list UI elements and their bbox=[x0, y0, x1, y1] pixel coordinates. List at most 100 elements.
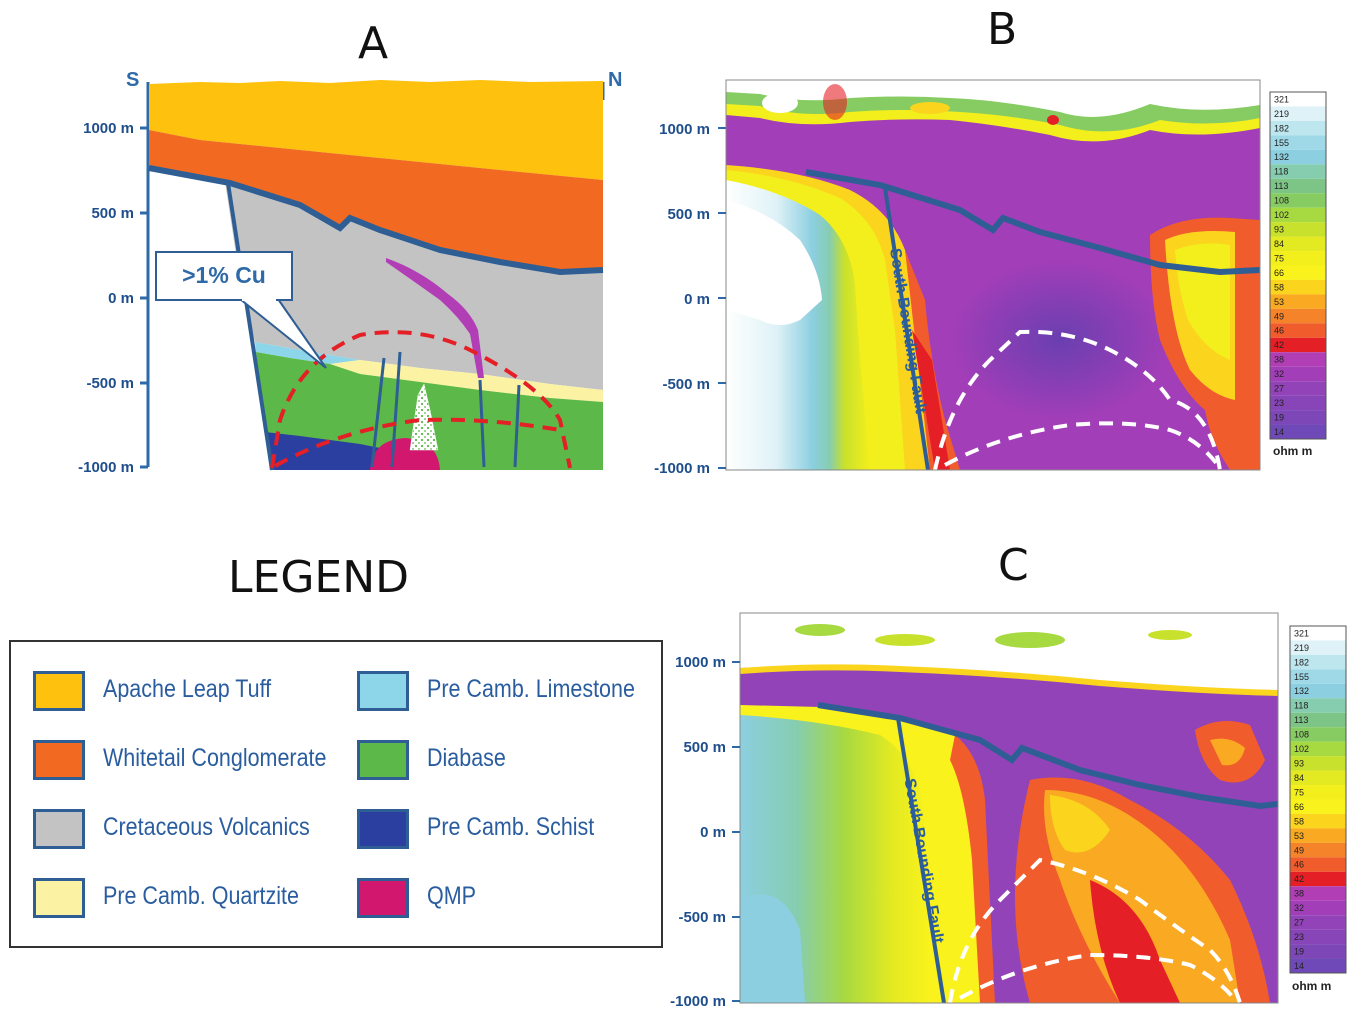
colorbar-tick-label: 23 bbox=[1274, 398, 1284, 408]
colorbar-swatch bbox=[1290, 698, 1346, 713]
panel-a-title: A bbox=[358, 18, 389, 69]
colorbar-swatch bbox=[1270, 178, 1326, 194]
legend-label: Apache Leap Tuff bbox=[103, 675, 272, 703]
colorbar-swatch bbox=[1270, 251, 1326, 266]
colorbar-swatch bbox=[1290, 683, 1346, 699]
colorbar-tick-label: 27 bbox=[1294, 918, 1304, 928]
b-axis-1000: 1000 m bbox=[659, 121, 710, 138]
colorbar-swatch bbox=[1270, 294, 1326, 309]
colorbar-tick-label: 321 bbox=[1294, 628, 1309, 638]
colorbar-swatch bbox=[1270, 236, 1326, 252]
colorbar-tick-label: 182 bbox=[1274, 123, 1289, 133]
schist-layer bbox=[265, 432, 380, 470]
colorbar-tick-label: 14 bbox=[1294, 961, 1304, 971]
legend-swatch bbox=[357, 740, 409, 780]
colorbar-swatch bbox=[1270, 164, 1326, 179]
colorbar-tick-label: 113 bbox=[1294, 715, 1308, 725]
colorbar-swatch bbox=[1270, 106, 1326, 121]
colorbar-tick-label: 42 bbox=[1274, 340, 1284, 350]
legend-box: Apache Leap Tuff Whitetail Conglomerate … bbox=[9, 640, 663, 948]
colorbar-swatch bbox=[1270, 352, 1326, 367]
colorbar-tick-label: 75 bbox=[1274, 253, 1284, 263]
colorbar-swatch bbox=[1290, 886, 1346, 901]
colorbar-swatch bbox=[1290, 857, 1346, 872]
colorbar-c-unit: ohm m bbox=[1292, 979, 1332, 993]
legend-title: LEGEND bbox=[228, 552, 410, 603]
colorbar-swatch bbox=[1270, 149, 1326, 165]
panel-c-title: C bbox=[998, 540, 1029, 591]
a-axis-neg500: -500 m bbox=[86, 375, 134, 392]
colorbar-tick-label: 84 bbox=[1294, 773, 1304, 783]
legend-label: Pre Camb. Limestone bbox=[427, 675, 635, 703]
legend-swatch bbox=[33, 671, 85, 711]
colorbar-tick-label: 53 bbox=[1294, 831, 1304, 841]
colorbar-swatch bbox=[1270, 279, 1326, 295]
a-axis-0: 0 m bbox=[108, 290, 134, 307]
colorbar-tick-label: 42 bbox=[1294, 874, 1304, 884]
b-axis-neg500: -500 m bbox=[662, 376, 710, 393]
colorbar-swatch bbox=[1290, 871, 1346, 887]
colorbar-tick-label: 118 bbox=[1294, 701, 1308, 711]
colorbar-tick-label: 155 bbox=[1274, 138, 1289, 148]
apache-leap-tuff-layer bbox=[149, 80, 603, 180]
colorbar-swatch bbox=[1270, 410, 1326, 425]
colorbar-tick-label: 38 bbox=[1274, 355, 1284, 365]
legend-label: Diabase bbox=[427, 744, 506, 772]
colorbar-tick-label: 102 bbox=[1274, 210, 1289, 220]
colorbar-tick-label: 75 bbox=[1294, 787, 1304, 797]
colorbar-swatch bbox=[1270, 308, 1326, 324]
colorbar-b-unit: ohm m bbox=[1273, 444, 1313, 458]
colorbar-tick-label: 46 bbox=[1294, 860, 1304, 870]
c-axis-1000: 1000 m bbox=[675, 654, 726, 671]
colorbar-tick-label: 19 bbox=[1274, 412, 1284, 422]
colorbar-tick-label: 155 bbox=[1294, 672, 1309, 682]
colorbar-tick-label: 66 bbox=[1274, 268, 1284, 278]
colorbar-swatch bbox=[1270, 193, 1326, 208]
colorbar-tick-label: 132 bbox=[1274, 152, 1289, 162]
colorbar-swatch bbox=[1290, 799, 1346, 814]
a-axis-500: 500 m bbox=[91, 205, 134, 222]
colorbar-tick-label: 23 bbox=[1294, 932, 1304, 942]
panel-b-title: B bbox=[987, 4, 1018, 55]
colorbar-tick-label: 108 bbox=[1274, 196, 1289, 206]
colorbar-swatch bbox=[1290, 929, 1346, 945]
cu-callout-box bbox=[155, 251, 293, 301]
colorbar-tick-label: 58 bbox=[1294, 816, 1304, 826]
colorbar-tick-label: 102 bbox=[1294, 744, 1309, 754]
colorbar-swatch bbox=[1290, 640, 1346, 655]
north-label: N bbox=[608, 69, 623, 91]
legend-label: Whitetail Conglomerate bbox=[103, 744, 327, 772]
colorbar-swatch bbox=[1270, 381, 1326, 396]
colorbar-swatch bbox=[1290, 770, 1346, 786]
colorbar-swatch bbox=[1290, 813, 1346, 829]
colorbar-swatch bbox=[1270, 424, 1326, 439]
colorbar-tick-label: 219 bbox=[1294, 643, 1309, 653]
legend-label: Cretaceous Volcanics bbox=[103, 813, 310, 841]
legend-swatch bbox=[357, 878, 409, 918]
cu-callout-text: >1% Cu bbox=[182, 262, 266, 288]
colorbar-tick-label: 113 bbox=[1274, 181, 1288, 191]
colorbar-swatch bbox=[1270, 395, 1326, 411]
colorbar-swatch bbox=[1290, 712, 1346, 728]
colorbar-tick-label: 14 bbox=[1274, 427, 1284, 437]
colorbar-swatch bbox=[1290, 915, 1346, 930]
b-axis-0: 0 m bbox=[684, 291, 710, 308]
c-axis-500: 500 m bbox=[683, 739, 726, 756]
b-axis-neg1000: -1000 m bbox=[654, 460, 710, 477]
colorbar-swatch bbox=[1290, 626, 1346, 641]
colorbar-swatch bbox=[1270, 265, 1326, 280]
dike bbox=[386, 258, 484, 378]
colorbar-swatch bbox=[1290, 654, 1346, 670]
colorbar-tick-label: 19 bbox=[1294, 946, 1304, 956]
colorbar-swatch bbox=[1270, 222, 1326, 237]
colorbar-swatch bbox=[1290, 785, 1346, 800]
a-axis-1000: 1000 m bbox=[83, 120, 134, 137]
colorbar-tick-label: 53 bbox=[1274, 297, 1284, 307]
colorbar-swatch bbox=[1290, 900, 1346, 916]
colorbar-tick-label: 58 bbox=[1274, 282, 1284, 292]
colorbar-tick-label: 32 bbox=[1294, 903, 1304, 913]
colorbar-tick-label: 32 bbox=[1274, 369, 1284, 379]
